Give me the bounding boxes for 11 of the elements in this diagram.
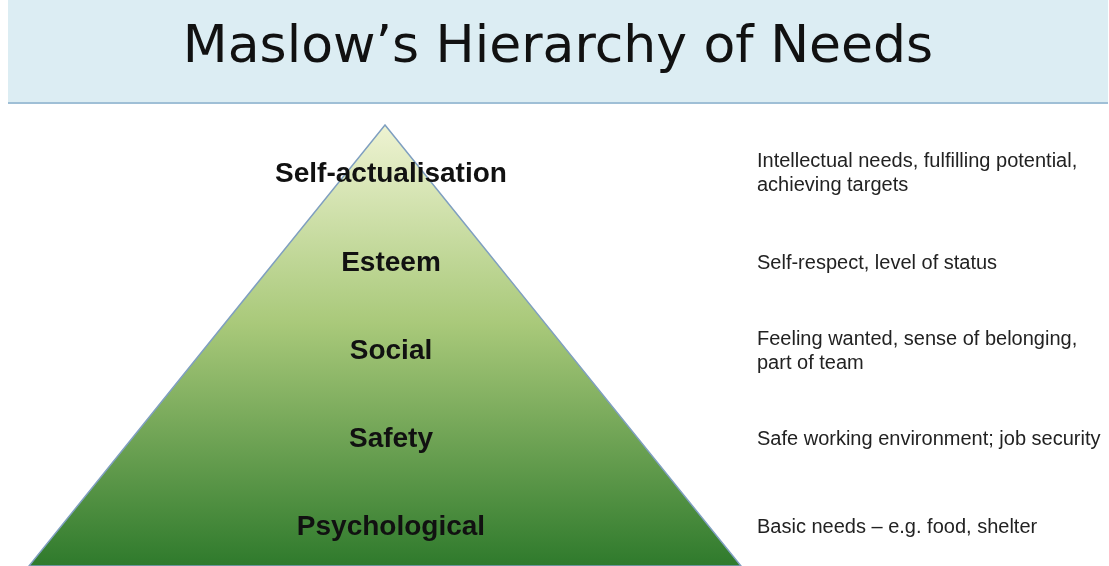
level-label: Esteem <box>341 246 441 278</box>
level-label: Social <box>349 334 433 366</box>
level-description: Basic needs – e.g. food, shelter <box>757 514 1039 538</box>
level-description: Self-respect, level of status <box>757 250 999 274</box>
title: Maslow’s Hierarchy of Needs <box>181 14 935 74</box>
level-description: Safe working environment; job security <box>757 426 1102 450</box>
level-description: Intellectual needs, fulfilling potential, achieving targets <box>757 148 1079 196</box>
level-label: Self-actualisation <box>275 157 507 189</box>
level-label: Psychological <box>296 510 486 542</box>
level-label: Safety <box>349 422 433 454</box>
level-description: Feeling wanted, sense of belonging, part of team <box>757 326 1079 374</box>
